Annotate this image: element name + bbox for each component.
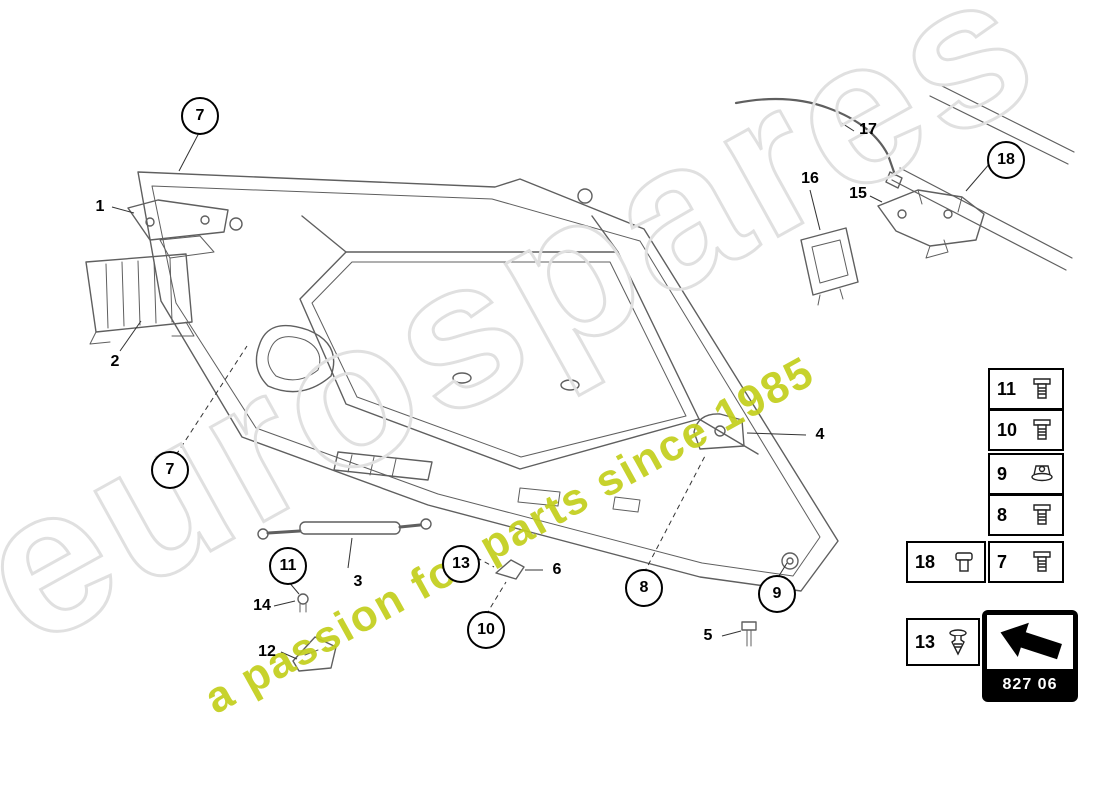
callout-3[interactable]: 3 (353, 573, 363, 590)
part-code-box[interactable]: 827 06 (982, 610, 1078, 702)
callout-4[interactable]: 4 (815, 426, 825, 443)
callout-11[interactable]: 11 (269, 547, 307, 585)
legend-cell-18[interactable]: 18 (906, 541, 986, 583)
part-code: 827 06 (1002, 676, 1058, 693)
direction-arrow-icon (987, 615, 1073, 669)
callout-9[interactable]: 9 (758, 575, 796, 613)
flange-nut-icon (1029, 461, 1055, 487)
legend-number: 8 (997, 504, 1008, 525)
callout-8[interactable]: 8 (625, 569, 663, 607)
callout-15[interactable]: 15 (849, 185, 867, 202)
legend-number: 18 (915, 551, 936, 572)
legend-number: 11 (997, 378, 1017, 399)
legend-number: 7 (997, 551, 1008, 572)
legend-number: 10 (997, 419, 1018, 440)
callout-16[interactable]: 16 (801, 170, 819, 187)
callout-17[interactable]: 17 (859, 121, 877, 138)
callout-12[interactable]: 12 (258, 643, 276, 660)
callout-7-bottom[interactable]: 7 (151, 451, 189, 489)
rivet-icon (951, 549, 977, 575)
legend-cell-13[interactable]: 13 (906, 618, 980, 666)
hex-bolt-icon (1029, 417, 1055, 443)
legend-cell-7[interactable]: 7 (988, 541, 1064, 583)
legend-cell-10[interactable]: 10 (988, 409, 1064, 451)
callout-7-top[interactable]: 7 (181, 97, 219, 135)
callout-5[interactable]: 5 (703, 627, 713, 644)
callout-2[interactable]: 2 (110, 353, 120, 370)
callout-14[interactable]: 14 (253, 597, 271, 614)
callout-6[interactable]: 6 (552, 561, 562, 578)
callout-10[interactable]: 10 (467, 611, 505, 649)
hex-bolt-icon (1029, 549, 1055, 575)
callout-1[interactable]: 1 (95, 198, 105, 215)
trim-clip-icon (945, 628, 971, 656)
legend-number: 13 (915, 631, 936, 652)
hex-bolt-icon (1029, 376, 1055, 402)
hex-bolt-icon (1029, 502, 1055, 528)
legend-cell-8[interactable]: 8 (988, 494, 1064, 536)
legend-cell-9[interactable]: 9 (988, 453, 1064, 495)
legend-number: 9 (997, 463, 1008, 484)
legend-cell-11[interactable]: 11 (988, 368, 1064, 410)
callout-13[interactable]: 13 (442, 545, 480, 583)
callout-18[interactable]: 18 (987, 141, 1025, 179)
